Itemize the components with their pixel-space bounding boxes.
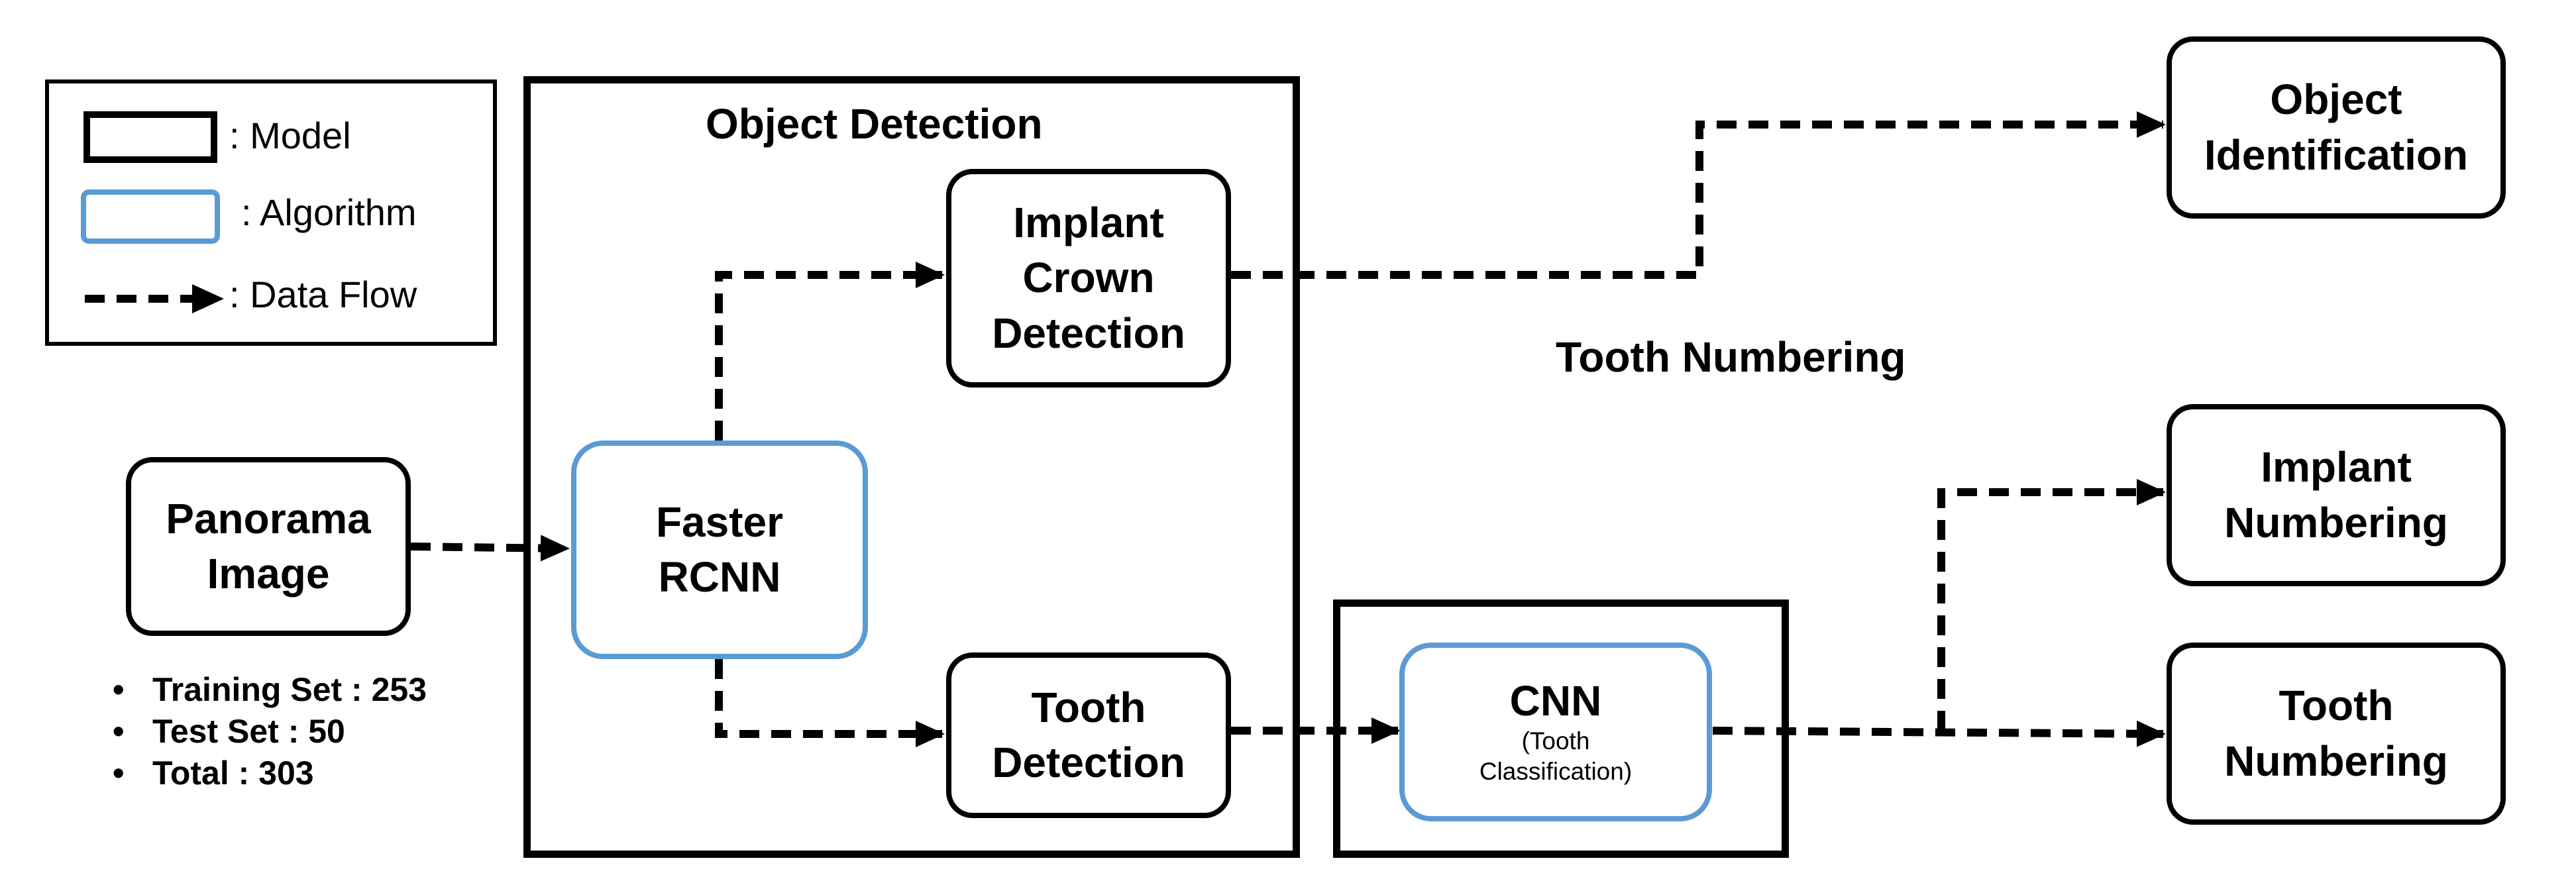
- object-identification-node: Object Identification: [2167, 36, 2506, 219]
- legend-model-swatch: [83, 111, 217, 163]
- legend-data-flow-label: : Data Flow: [229, 274, 417, 315]
- tooth-detection-label-line-2: Detection: [992, 739, 1185, 786]
- legend-box: : Model : Algorithm : Data Flow: [45, 79, 497, 346]
- legend-algorithm-swatch: [81, 189, 220, 244]
- arrow-faster-rcnn-to-implant-crown: [715, 262, 945, 441]
- object-detection-title: Object Detection: [706, 100, 1043, 148]
- faster-rcnn-label-line-1: Faster: [655, 497, 784, 546]
- dataset-stat-training: •Training Set : 253: [113, 671, 427, 708]
- cnn-title: CNN: [1509, 676, 1602, 725]
- tooth-detection-label-line-1: Tooth: [1031, 683, 1146, 731]
- arrow-panorama-to-faster-rcnn: [410, 535, 570, 562]
- implant-numbering-label-line-2: Numbering: [2224, 498, 2448, 547]
- implant-crown-detection-node: Implant Crown Detection: [946, 169, 1231, 388]
- implant-crown-label-line-2: Crown: [1022, 254, 1155, 302]
- arrow-implant-crown-to-object-identification: [1231, 111, 2166, 279]
- object-identification-label-line-1: Object: [2270, 76, 2402, 124]
- object-identification-label-line-2: Identification: [2204, 130, 2469, 179]
- panorama-image-label-line-2: Image: [207, 550, 330, 598]
- cnn-subtitle-line-2: Classification): [1479, 757, 1633, 785]
- dataset-stat-test: •Test Set : 50: [113, 713, 345, 750]
- cnn-node: CNN (Tooth Classification): [1399, 643, 1712, 821]
- implant-numbering-node: Implant Numbering: [2167, 404, 2506, 586]
- tooth-detection-node: Tooth Detection: [946, 652, 1231, 818]
- tooth-numbering-label-line-2: Numbering: [2224, 737, 2448, 785]
- legend-algorithm-label: : Algorithm: [241, 191, 417, 233]
- tooth-numbering-node: Tooth Numbering: [2167, 643, 2506, 825]
- implant-crown-label-line-1: Implant: [1013, 199, 1164, 247]
- implant-crown-label-line-3: Detection: [992, 309, 1185, 357]
- panorama-image-node: Panorama Image: [126, 457, 411, 636]
- tooth-numbering-label-line-1: Tooth: [2279, 682, 2394, 730]
- arrow-faster-rcnn-to-tooth-detection: [715, 659, 945, 747]
- faster-rcnn-node: Faster RCNN: [571, 441, 868, 659]
- legend-model-label: : Model: [229, 115, 351, 156]
- cnn-subtitle-line-1: (Tooth: [1521, 727, 1590, 755]
- object-detection-group: [523, 76, 1300, 858]
- tooth-numbering-title: Tooth Numbering: [1556, 333, 1906, 381]
- implant-numbering-label-line-1: Implant: [2261, 443, 2412, 492]
- tooth-classification-group: [1333, 599, 1789, 858]
- legend-data-flow-arrow-icon: [85, 284, 224, 313]
- faster-rcnn-label-line-2: RCNN: [658, 553, 781, 601]
- dataset-stats: •Training Set : 253 •Test Set : 50 •Tota…: [113, 669, 427, 794]
- panorama-image-label-line-1: Panorama: [166, 494, 371, 543]
- dataset-stat-total: •Total : 303: [113, 755, 314, 792]
- arrow-cnn-to-implant-numbering: [1937, 479, 2166, 731]
